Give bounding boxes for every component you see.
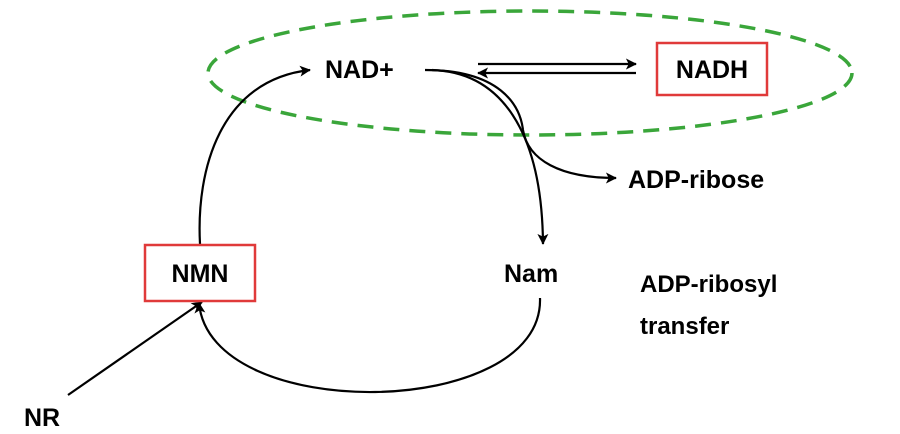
node-nam: Nam: [504, 260, 558, 288]
nad-to-adp-ribose-arrow: [424, 68, 617, 184]
redox-pool-ellipse: [206, 9, 854, 137]
node-nr: NR: [24, 404, 60, 432]
nmn-to-nad-arrow: [198, 65, 311, 245]
annotation-line-2: transfer: [640, 313, 729, 340]
node-nad-plus: NAD+: [325, 56, 394, 84]
nam-to-nmn-arrow: [194, 297, 542, 394]
node-nadh: NADH: [676, 56, 748, 84]
node-nmn: NMN: [172, 260, 229, 288]
node-adp-ribose: ADP-ribose: [628, 166, 764, 194]
nad-to-nam-arrow: [431, 68, 549, 245]
annotation-line-1: ADP-ribosyl: [640, 271, 777, 298]
nmn-highlight-box: [143, 243, 257, 303]
nadh-highlight-box: [655, 41, 769, 97]
nr-to-nmn-arrow: [67, 301, 203, 396]
